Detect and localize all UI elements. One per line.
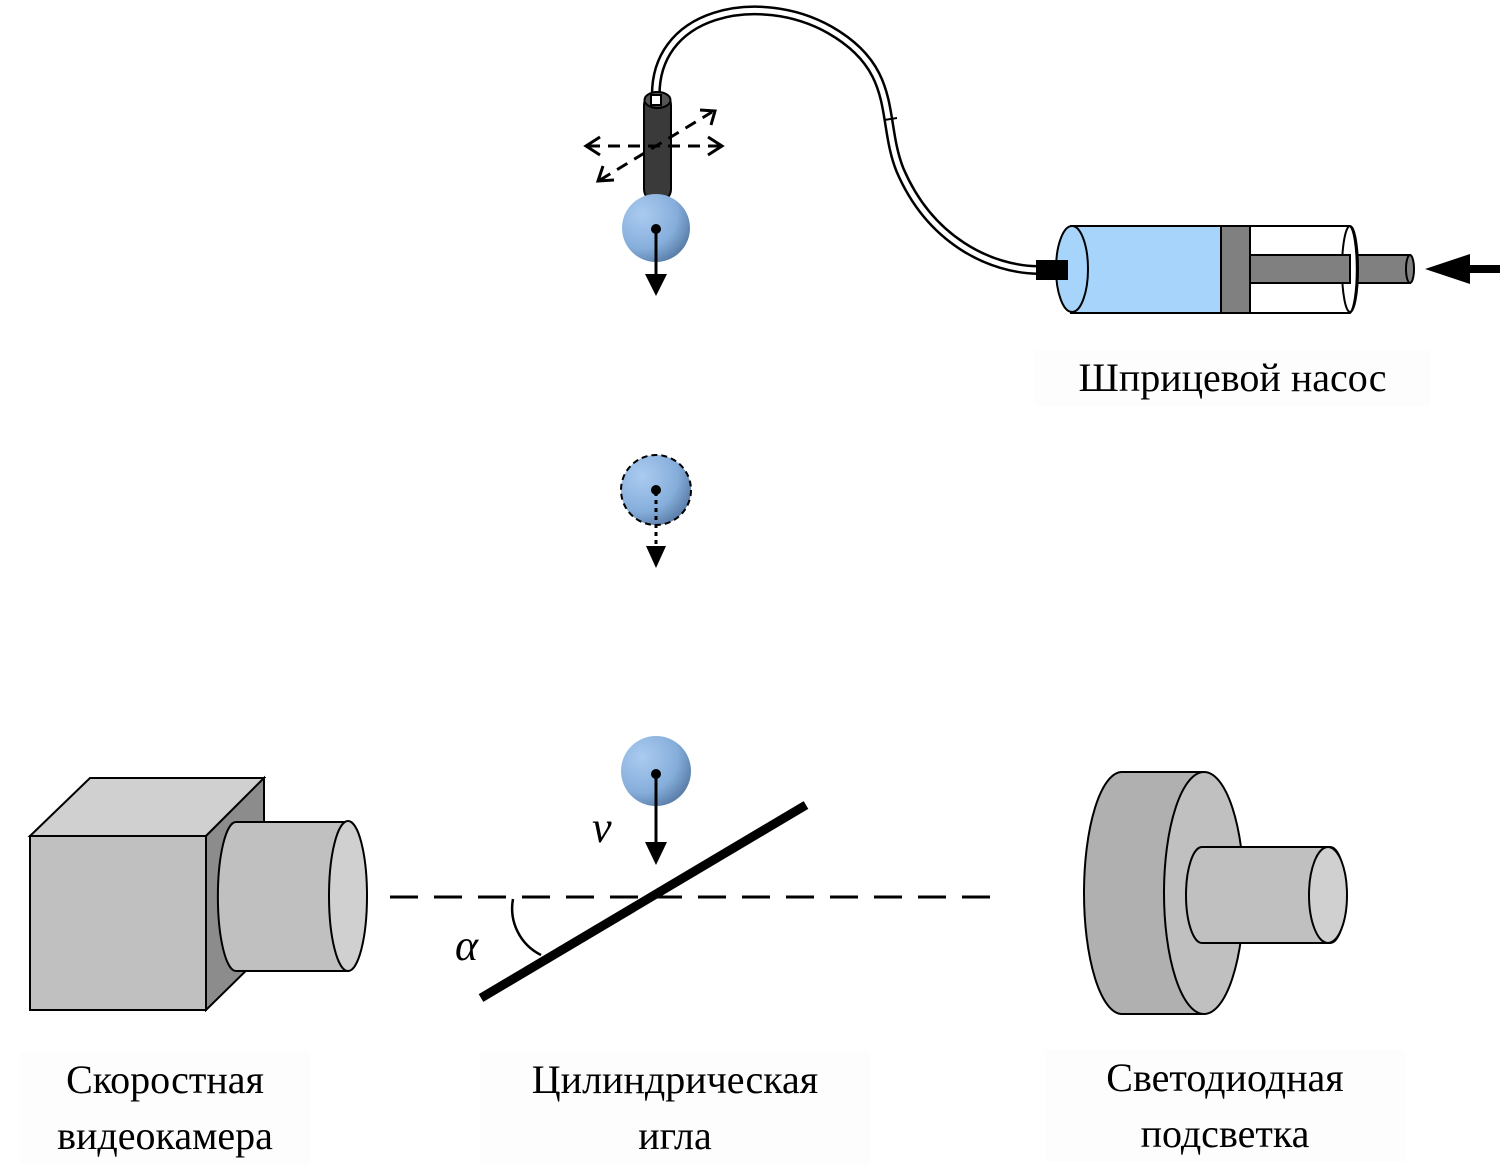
backlight-label: Светодиодная подсветка [1045, 1050, 1405, 1162]
camera-label-line2: видеокамера [57, 1113, 273, 1158]
syringe-pump-label: Шприцевой насос [1035, 350, 1430, 406]
tubing [650, 5, 1041, 275]
high-speed-camera [27, 775, 368, 1013]
needle-label-line2: игла [638, 1113, 712, 1158]
position-adjust-arrows [583, 108, 725, 183]
angle-arc [510, 898, 542, 957]
syringe-pump [1036, 225, 1415, 314]
push-arrow [1425, 254, 1500, 284]
backlight-label-line2: подсветка [1140, 1111, 1310, 1156]
camera-label: Скоростная видеокамера [20, 1052, 310, 1164]
led-backlight [1083, 771, 1348, 1015]
camera-label-line1: Скоростная [66, 1057, 264, 1102]
needle-label-line1: Цилиндрическая [531, 1057, 819, 1102]
droplet-forming [622, 194, 690, 296]
droplet-impact [621, 736, 691, 865]
velocity-symbol: v [592, 803, 612, 852]
angle-symbol: α [455, 921, 479, 970]
needle-label: Цилиндрическая игла [480, 1052, 870, 1164]
inclined-needle [478, 801, 809, 1002]
syringe-pump-label-text: Шприцевой насос [1078, 355, 1387, 400]
droplet-falling [620, 454, 692, 568]
backlight-label-line1: Светодиодная [1106, 1055, 1344, 1100]
